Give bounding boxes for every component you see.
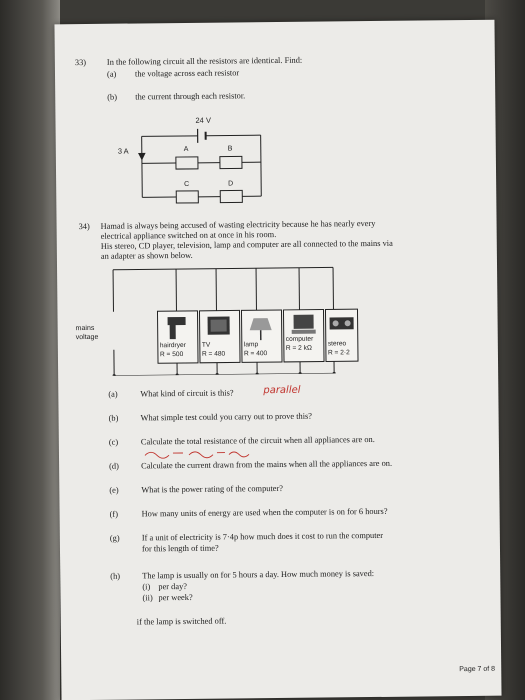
q34h-footer: if the lamp is switched off. [136,616,227,627]
q34h-text: The lamp is usually on for 5 hours a day… [142,569,375,581]
resistor-a-label: A [184,146,189,153]
q34-intro-line-4: an adapter as shown below. [100,250,193,261]
q34h-ii-text: per week? [158,592,193,603]
q34e-label: (e) [109,485,119,495]
q33-number: 33) [74,57,87,68]
hairdryer-resistance: R = 500 [160,351,184,358]
q34f-label: (f) [109,509,119,519]
q34h-ii-label: (ii) [142,593,153,603]
lamp-icon [249,318,272,341]
q33-a-label: (a) [106,69,117,79]
stereo-name: stereo [328,340,347,347]
battery-voltage-label: 24 V [195,116,211,125]
q34e-text: What is the power rating of the computer… [141,483,284,495]
lamp-resistance: R = 400 [244,350,268,357]
q34-intro-line-1: Hamad is always being accused of wasting… [100,218,376,231]
resistor-b-label: B [228,145,233,152]
q34f-text: How many units of energy are used when t… [141,506,388,519]
q34g-text-line-1: If a unit of electricity is 7·4p how muc… [141,530,384,543]
q34g-text-line-2: for this length of time? [141,543,219,554]
q34a-text: What kind of circuit is this? [140,388,234,399]
computer-name: computer [286,336,314,343]
page-number: Page 7 of 8 [459,665,496,674]
q34b-label: (b) [108,413,119,423]
q34d-label: (d) [109,461,119,471]
computer-icon [291,314,316,334]
handwritten-working-scribble [144,451,250,459]
q34-number: 34) [78,221,90,232]
q34c-label: (c) [108,437,119,447]
mains-label-line-2: voltage [76,334,99,341]
desk-background-left [0,0,60,700]
stereo-resistance: R = 2·2 [328,349,350,356]
q34d-text: Calculate the current drawn from the mai… [141,458,393,471]
q33-a-text: the voltage across each resistor [134,68,240,79]
q34-intro-line-3: His stereo, CD player, television, lamp … [100,238,393,251]
tv-name: TV [202,342,211,349]
q33-b-label: (b) [107,92,118,102]
q34h-label: (h) [110,571,121,581]
resistor-d-label: D [228,180,233,187]
resistor-c-label: C [184,181,189,188]
q33-circuit-diagram: 24 V 3 A A B C D [118,116,262,204]
q34b-text: What simple test could you carry out to … [140,411,313,423]
hairdryer-name: hairdryer [160,342,187,349]
q34g-label: (g) [109,533,120,543]
tv-icon [207,316,230,335]
hairdryer-icon [167,316,186,340]
worksheet-page: 33) In the following circuit all the res… [54,19,502,700]
q34a-handwritten-answer: parallel [263,384,301,397]
q34a-label: (a) [108,389,118,399]
adapter-circuit-diagram: mains voltage hairdryer R = 500 TV R = 4… [76,266,359,377]
q34c-text: Calculate the total resistance of the ci… [140,434,375,447]
computer-resistance: R = 2 kΩ [286,345,312,352]
q34-intro-line-2: electrical appliance switched on at once… [100,230,277,241]
lamp-name: lamp [244,341,259,348]
stereo-icon [329,317,354,330]
q34h-i-label: (i) [142,582,151,592]
current-label: 3 A [118,147,129,156]
q34h-i-text: per day? [158,581,188,592]
mains-label-line-1: mains [76,325,95,332]
q33-stem: In the following circuit all the resisto… [106,55,303,67]
tv-resistance: R = 480 [202,351,226,358]
